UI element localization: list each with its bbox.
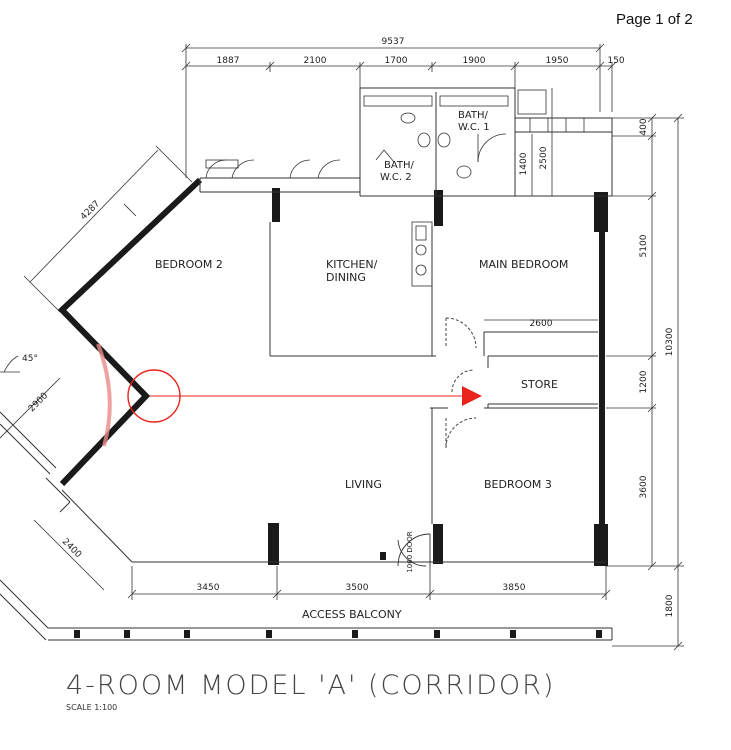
interior-doors xyxy=(445,317,477,449)
kitchen-counter xyxy=(411,221,433,287)
dim-bath-b: 2500 xyxy=(539,146,549,169)
interior-lines xyxy=(0,87,613,641)
room-label-bedroom-2: BEDROOM 2 xyxy=(155,258,223,271)
angle-arc xyxy=(3,355,19,373)
top-facade-doors xyxy=(205,89,585,179)
room-label-kitchen-1: KITCHEN/ xyxy=(326,258,378,271)
dim-top-seg-3: 1700 xyxy=(385,56,408,66)
bottom-dimension-lines xyxy=(127,566,611,600)
dim-bottom-seg-3: 3850 xyxy=(503,583,526,593)
plan-title: 4-ROOM MODEL 'A' (CORRIDOR) xyxy=(66,670,556,701)
entrance-door xyxy=(397,533,431,567)
balcony-posts xyxy=(74,630,602,638)
room-label-store: STORE xyxy=(521,378,558,391)
dim-angled-bottom: 2400 xyxy=(60,537,83,560)
dim-right-seg-2: 5100 xyxy=(639,234,649,257)
angled-dimension-lines xyxy=(0,145,193,591)
room-label-kitchen-2: DINING xyxy=(326,271,366,284)
dim-right-seg-1: 400 xyxy=(639,118,649,135)
dim-right-total: 10300 xyxy=(665,327,675,356)
room-label-bath1-1: BATH/ xyxy=(458,110,489,121)
room-label-bath2-1: BATH/ xyxy=(384,160,415,171)
page-indicator: Page 1 of 2 xyxy=(616,11,693,28)
dim-right-balcony: 1800 xyxy=(665,594,675,617)
dim-right-seg-3: 1200 xyxy=(639,370,649,393)
room-label-bath1-2: W.C. 1 xyxy=(458,122,490,133)
bathroom-fixtures xyxy=(363,95,509,179)
dim-top-seg-2: 2100 xyxy=(304,56,327,66)
dim-angled-left: 2900 xyxy=(27,391,50,414)
bath-dimension-lines xyxy=(484,88,598,321)
plan-scale: SCALE 1:100 xyxy=(66,703,118,712)
top-dimension-lines xyxy=(181,43,617,178)
dim-top-seg-1: 1887 xyxy=(217,56,240,66)
annotation-arc xyxy=(96,343,112,447)
dim-overall-top: 9537 xyxy=(382,37,405,47)
dim-top-seg-5: 1950 xyxy=(546,56,569,66)
dim-bath-a: 1400 xyxy=(519,152,529,175)
annotation-arrowhead xyxy=(462,386,482,406)
dim-right-seg-4: 3600 xyxy=(639,475,649,498)
room-label-main-bedroom: MAIN BEDROOM xyxy=(479,258,568,271)
dim-top-seg-4: 1900 xyxy=(463,56,486,66)
room-label-living: LIVING xyxy=(345,478,382,491)
dim-store-width: 2600 xyxy=(530,319,553,329)
dim-bottom-seg-1: 3450 xyxy=(197,583,220,593)
door-label: 1000 DOOR xyxy=(406,531,414,572)
room-label-bedroom-3: BEDROOM 3 xyxy=(484,478,552,491)
room-label-access-balcony: ACCESS BALCONY xyxy=(302,608,402,621)
room-label-bath2-2: W.C. 2 xyxy=(380,172,412,183)
wall-columns xyxy=(268,188,608,566)
right-dimension-lines xyxy=(606,113,684,651)
dim-angle: 45° xyxy=(22,354,38,364)
dim-top-seg-6: 150 xyxy=(607,56,624,66)
dim-bottom-seg-2: 3500 xyxy=(346,583,369,593)
